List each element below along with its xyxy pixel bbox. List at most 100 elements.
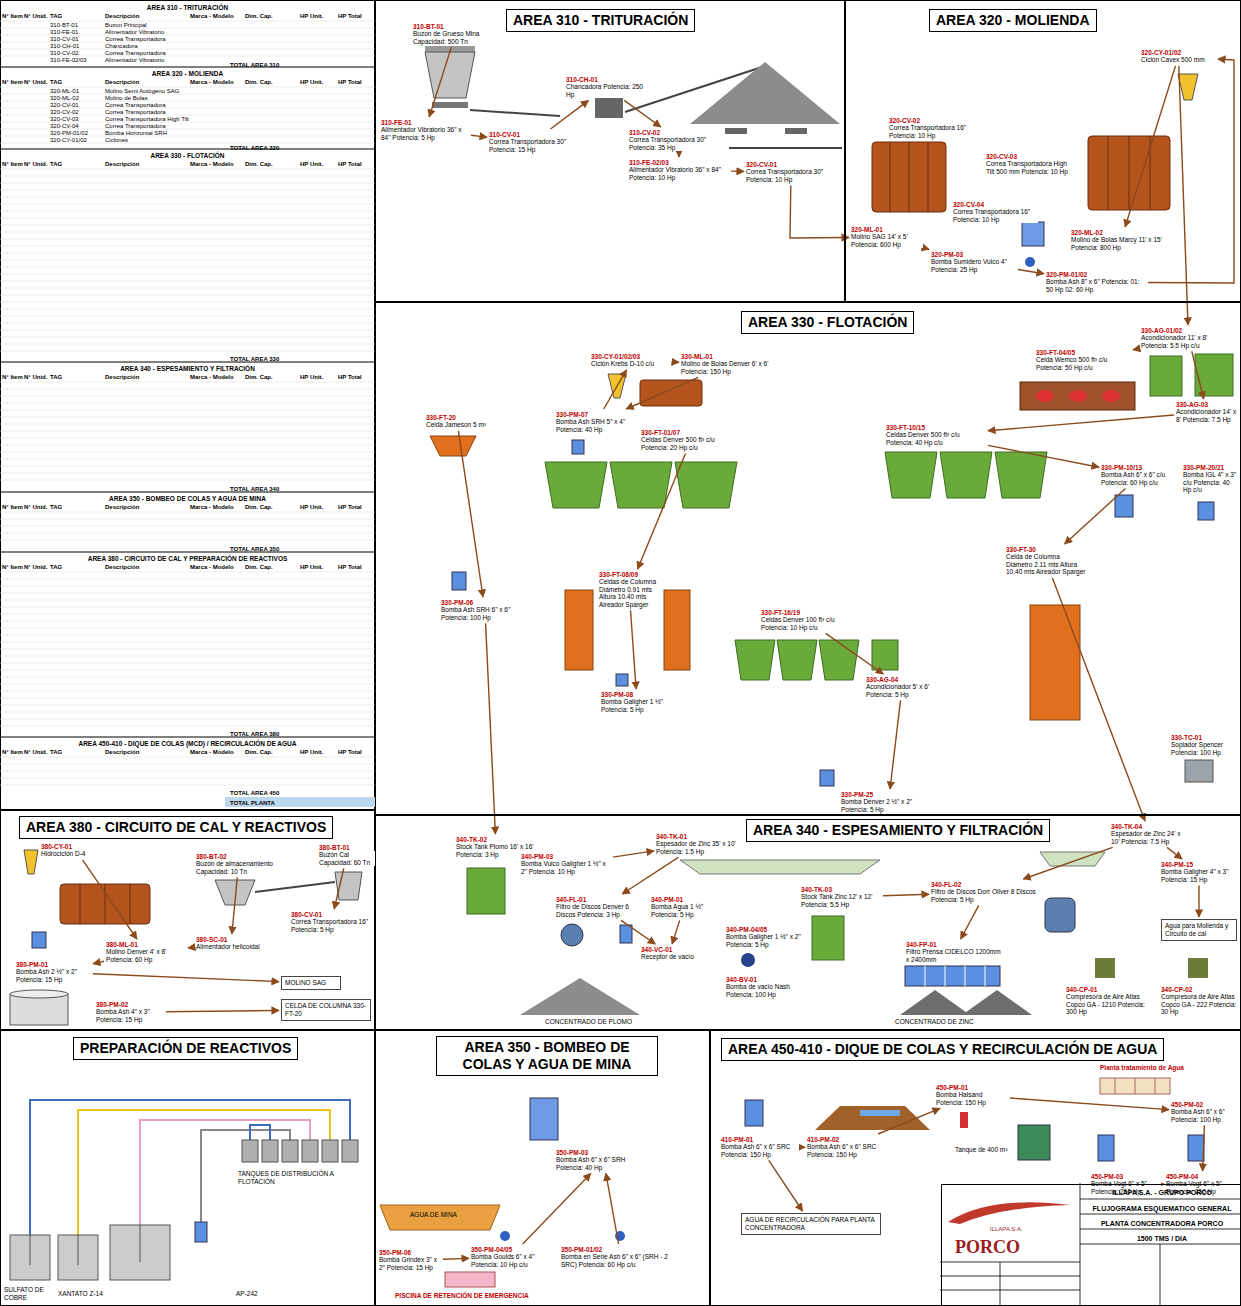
area-heading: AREA 330 - FLOTACIÓN: [741, 311, 914, 334]
table-row-line: [0, 726, 375, 727]
table-total: TOTAL AREA 310: [230, 62, 279, 69]
flotation-equipment-shape: [1020, 382, 1135, 410]
equipment-description: Bomba Ash SRH 5" x 4" Potencia: 40 Hp: [556, 418, 636, 433]
area-heading: AREA 350 - BOMBEO DE COLAS Y AGUA DE MIN…: [436, 1036, 658, 1076]
equipment-description: Acondicionador 11' x 8' Potencia: 5.5 Hp…: [1141, 334, 1236, 349]
pipe-connector: [443, 1258, 469, 1260]
pipe-connector: [624, 100, 661, 127]
pipe-connector: [1010, 1098, 1169, 1110]
crushing-equipment-shape: [690, 62, 840, 124]
table-cell: 310-CV-02: [50, 50, 79, 57]
reagent-tanks-shape: [58, 1235, 98, 1280]
table-row-line: [0, 424, 375, 425]
table-header: Dim. Cap.: [245, 79, 273, 86]
pipe-connector: [1125, 66, 1175, 227]
equipment-tag: 450-PM-04: [1166, 1173, 1198, 1180]
pipe-connector: [626, 377, 698, 409]
table-row-line: [0, 295, 375, 296]
equipment-label: 320-PM-01/02Bomba Ash 8" x 6" Potencia: …: [1046, 271, 1146, 293]
equipment-tag: 310-CV-01: [489, 131, 520, 138]
equipment-description: Bomba Ash 4" x 3" Potencia: 15 Hp: [96, 1008, 164, 1023]
concentrate-label: CONCENTRADO DE PLOMO: [545, 1018, 632, 1026]
title-block-grid-shape: [940, 1290, 1080, 1291]
equipment-label: 340-PM-01Bomba Agua 1 ½" Potencia: 5 Hp: [651, 896, 717, 918]
equipment-tag: 320-CY-01/02: [1141, 49, 1181, 56]
table-total: TOTAL AREA 330: [230, 356, 279, 363]
area-panel: AREA 350 - BOMBEO DE COLAS Y AGUA DE MIN…: [375, 1030, 710, 1306]
table-header: Marca - Modelo: [190, 504, 234, 511]
table-row-line: [0, 438, 375, 439]
equipment-tag: 310-CH-01: [566, 76, 598, 83]
table-row-line: [0, 382, 375, 383]
table-header: N° Unid.: [24, 564, 47, 571]
equipment-label: 330-PM-10/13Bomba Ash 6" x 6" c/u Potenc…: [1101, 464, 1179, 486]
equipment-label: 330-TC-01Soplador Spencer Potencia: 100 …: [1171, 734, 1237, 756]
table-row-line: [0, 540, 375, 541]
lime-circuit-equipment-shape: [255, 882, 335, 892]
tailings-pumping-equipment-shape: [380, 1205, 500, 1230]
equipment-tag: 330-PM-25: [841, 791, 873, 798]
table-heading: AREA 340 - ESPESAMIENTO Y FILTRACIÓN: [0, 365, 375, 372]
equipment-label: 340-FP-01Filtro Prensa CIDELCO 1200mm x …: [906, 941, 1001, 963]
title-block-grid-shape: [1000, 1262, 1001, 1306]
table-cell: 310-BT-01: [50, 22, 78, 29]
pipe-connector: [232, 877, 237, 934]
equipment-label: 330-PM-06Bomba Ash SRH 6" x 6" Potencia:…: [441, 599, 529, 621]
grinding-equipment-shape: [890, 142, 891, 212]
equipment-label: 350-PM-03Bomba Ash 6" x 6" SRH Potencia:…: [556, 1149, 651, 1171]
equipment-label: 380-PM-01Bomba Ash 2 ½" x 2" Potencia: 1…: [16, 961, 91, 983]
table-row-line: [0, 705, 375, 706]
flotation-equipment-shape: [545, 462, 607, 508]
pipe-connector: [638, 453, 686, 569]
table-total: TOTAL AREA 450: [230, 790, 279, 797]
note-box: Agua para Molienda y Circuito de cal: [1161, 919, 1237, 941]
equipment-label: 330-PM-20/21Bomba IGL 4" x 3" c/u Potenc…: [1183, 464, 1239, 494]
table-row-line: [0, 389, 375, 390]
table-total: TOTAL AREA 350: [230, 546, 279, 553]
equipment-label: 380-PM-02Bomba Ash 4" x 3" Potencia: 15 …: [96, 1001, 164, 1023]
pipe-connector: [1192, 351, 1204, 399]
pipe-connector: [878, 1108, 940, 1134]
equipment-label: 320-CV-02Correa Transportadora 16" Poten…: [889, 117, 979, 139]
table-header: Descripción: [105, 749, 139, 756]
equipment-label: 380-SC-01Alimentador helicoidal: [196, 936, 266, 951]
equipment-tag: 330-TC-01: [1171, 734, 1202, 741]
equipment-description: Molino de Bolas Denver 6' x 6' Potencia:…: [681, 360, 776, 375]
equipment-tag: 340-TK-03: [801, 886, 832, 893]
table-header: N° Unid.: [24, 161, 47, 168]
table-row-line: [0, 785, 375, 786]
table-row-line: [0, 757, 375, 758]
table-frame-shape: [0, 552, 375, 553]
equipment-tag: 380-CV-01: [291, 911, 322, 918]
equipment-tag: 330-FT-10/15: [886, 424, 925, 431]
table-header: Marca - Modelo: [190, 374, 234, 381]
table-frame-shape: [0, 67, 375, 68]
tailings-dam-equipment: [745, 1078, 1204, 1161]
flotation-equipment-shape: [820, 770, 834, 786]
equipment-description: Buzon de Grueso Mina Capacidad: 500 Tn: [413, 30, 498, 45]
equipment-label: 310-CV-01Correa Transportadora 30" Poten…: [489, 131, 577, 153]
table-row-line: [0, 635, 375, 636]
crushing-equipment-shape: [425, 52, 475, 98]
flotation-equipment-shape: [616, 674, 628, 686]
table-header: Marca - Modelo: [190, 13, 234, 20]
equipment-label: 330-AG-01/02Acondicionador 11' x 8' Pote…: [1141, 327, 1236, 349]
flotation-equipment-shape: [1030, 605, 1080, 720]
table-header: N° Unid.: [24, 13, 47, 20]
table-total: TOTAL AREA 320: [230, 145, 279, 152]
equipment-label: 320-CV-01Correa Transportadora 30" Poten…: [746, 161, 836, 183]
table-header: Dim. Cap.: [245, 504, 273, 511]
pipe-connector: [613, 851, 654, 857]
table-row-line: [0, 211, 375, 212]
lime-circuit-equipment-shape: [24, 850, 38, 874]
equipment-description: Bomba en Serie Ash 6" x 6" (SRH - 2 SRC)…: [561, 1253, 681, 1268]
table-row-line: [0, 204, 375, 205]
thickening-equipment-shape: [925, 966, 926, 986]
flotation-equipment-shape: [995, 452, 1047, 498]
table-cell: Molino de Bolas: [105, 95, 148, 102]
equipment-label: 330-FT-08/09Celdas de Columna Diámetro 0…: [599, 571, 659, 608]
logo-text: ILLAPA S.A.: [990, 1226, 1023, 1233]
table-row-line: [0, 642, 375, 643]
equipment-description: Bomba Ash 6" x 6" Potencia: 100 Hp: [1171, 1108, 1239, 1123]
table-row-line: [0, 649, 375, 650]
